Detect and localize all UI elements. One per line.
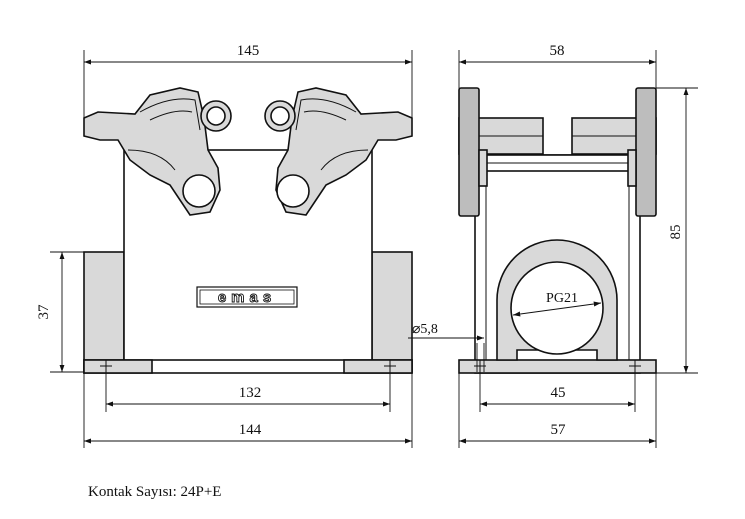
- dim-side-hole-pitch: 45: [551, 385, 566, 401]
- front-view: emas: [83, 87, 413, 374]
- front-left-boss: [83, 251, 125, 373]
- front-dimensions: 145 37 132 144: [36, 43, 413, 448]
- dim-side-height: 85: [668, 225, 684, 240]
- dim-side-top-width: 58: [550, 43, 565, 59]
- pg21-cable-entry: [510, 261, 604, 355]
- dim-front-hole-pitch: 132: [239, 385, 262, 401]
- side-base-flange: [458, 359, 657, 374]
- dim-front-height: 37: [36, 304, 52, 320]
- front-housing-body: [123, 149, 373, 373]
- front-right-foot: [343, 359, 413, 374]
- front-right-pivot: [276, 174, 310, 208]
- dim-front-base-width: 144: [239, 422, 262, 438]
- dim-front-top-width: 145: [237, 43, 260, 59]
- side-view: PG21 ⌀5,8: [408, 87, 657, 374]
- front-left-foot: [83, 359, 153, 374]
- dim-hole-diameter: ⌀5,8: [412, 322, 438, 337]
- emas-logo: emas: [196, 286, 298, 308]
- side-right-tab: [635, 87, 657, 217]
- label-pg21: PG21: [546, 291, 578, 306]
- svg-text:emas: emas: [218, 289, 276, 306]
- front-left-lever: [83, 87, 221, 216]
- side-left-tab: [458, 87, 480, 217]
- front-left-pivot: [182, 174, 216, 208]
- contact-count-note: Kontak Sayısı: 24P+E: [88, 484, 221, 501]
- front-right-boss: [371, 251, 413, 373]
- contact-count-value: 24P+E: [180, 484, 222, 500]
- side-dimensions: 58 85 45 57: [458, 43, 698, 448]
- dim-side-base-width: 57: [551, 422, 567, 438]
- front-right-lever: [275, 87, 413, 216]
- contact-count-label: Kontak Sayısı:: [88, 484, 177, 500]
